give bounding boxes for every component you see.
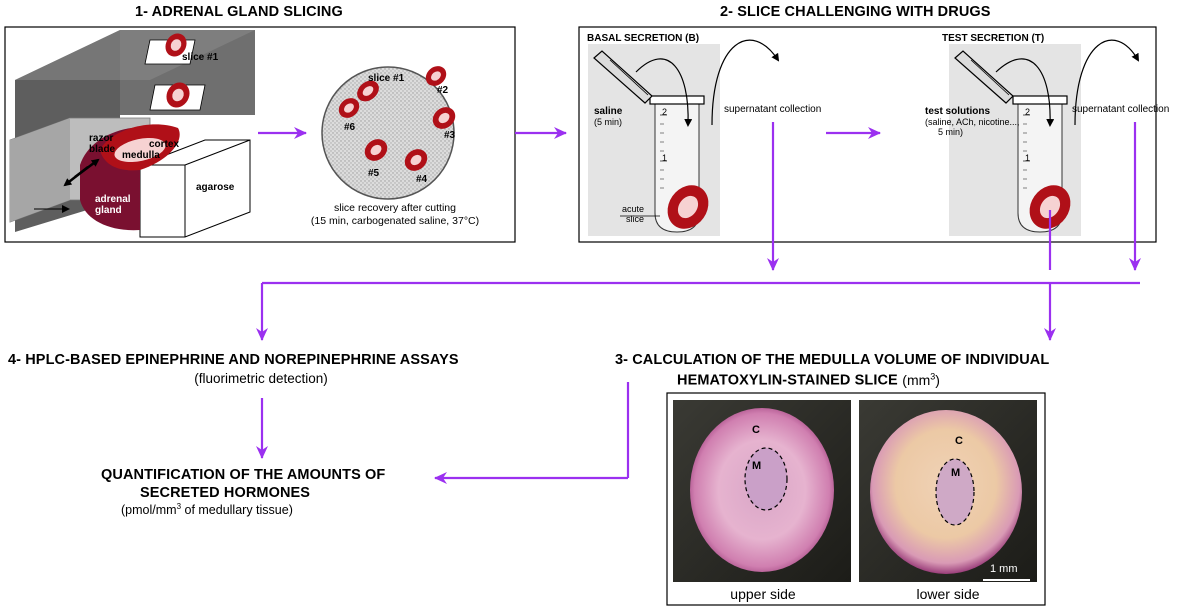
stained-slice-upper	[690, 408, 834, 572]
cortex-label: cortex	[149, 139, 180, 150]
section4-subtitle: (fluorimetric detection)	[194, 371, 328, 386]
photo-lower-cortex-letter: C	[955, 435, 963, 447]
test-tick-1: 1	[1025, 153, 1031, 163]
dish-slice-4: #4	[416, 174, 428, 185]
upper-side-label: upper side	[730, 586, 796, 602]
basal-saline-time: (5 min)	[594, 117, 623, 127]
basal-tick-2: 2	[662, 107, 668, 117]
section2-title: 2- SLICE CHALLENGING WITH DRUGS	[720, 4, 991, 20]
slice-label-top: slice #1	[182, 52, 219, 63]
test-tick-2: 2	[1025, 107, 1031, 117]
scale-bar-label: 1 mm	[990, 563, 1018, 575]
basal-title: BASAL SECRETION (B)	[587, 33, 700, 44]
section3-title-text: HEMATOXYLIN-STAINED SLICE	[677, 372, 898, 389]
dish-slice-6: #6	[344, 122, 356, 133]
medulla-label: medulla	[122, 150, 160, 161]
recovery-caption-line2: (15 min, carbogenated saline, 37°C)	[310, 215, 480, 227]
quant-title-line1: QUANTIFICATION OF THE AMOUNTS OF	[101, 467, 386, 483]
quant-unit: (pmol/mm3 of medullary tissue)	[121, 502, 293, 518]
basal-tube	[593, 39, 780, 233]
lower-side-label: lower side	[916, 586, 980, 602]
quant-title-line2: SECRETED HORMONES	[140, 485, 311, 501]
test-solutions: test solutions	[925, 106, 991, 117]
adrenal-gland-label: adrenal gland	[95, 194, 131, 216]
test-tube	[954, 39, 1139, 233]
test-title: TEST SECRETION (T)	[942, 33, 1045, 44]
section3-unit: (mm3)	[902, 371, 940, 388]
dish-slice-5: #5	[368, 168, 380, 179]
dish-slice-3: #3	[444, 130, 456, 141]
agarose-label: agarose	[196, 182, 235, 193]
razor-blade-label: razor blade	[89, 133, 116, 155]
dish-slice-2: #2	[437, 85, 449, 96]
section3-title-line2: HEMATOXYLIN-STAINED SLICE (mm3)	[677, 371, 940, 390]
section1-title: 1- ADRENAL GLAND SLICING	[135, 4, 343, 20]
recovery-slices	[338, 66, 456, 171]
photo-upper-cortex-letter: C	[752, 424, 760, 436]
basal-supernatant: supernatant collection	[724, 104, 822, 115]
photo-lower-medulla-letter: M	[951, 467, 961, 479]
test-supernatant: supernatant collection	[1072, 104, 1170, 115]
photo-upper-medulla-letter: M	[752, 460, 762, 472]
dish-slice-1: slice #1	[368, 73, 405, 84]
flow-arrows	[256, 122, 1141, 484]
recovery-dish	[321, 66, 455, 200]
recovery-caption: slice recovery after cutting (15 min, ca…	[300, 202, 490, 228]
basal-tick-1: 1	[662, 153, 668, 163]
stained-slice-lower	[870, 410, 1022, 574]
recovery-caption-line1: slice recovery after cutting	[334, 202, 456, 214]
basal-saline: saline	[594, 106, 623, 117]
section3-title-line1: 3- CALCULATION OF THE MEDULLA VOLUME OF …	[615, 352, 1050, 368]
section4-title: 4- HPLC-BASED EPINEPHRINE AND NOREPINEPH…	[8, 352, 459, 368]
test-solutions-detail: (saline, ACh, nicotine...,	[925, 117, 1020, 127]
basal-acute-slice: acute slice	[622, 204, 645, 224]
vibratome-illustration	[9, 30, 255, 238]
test-solutions-time: 5 min)	[938, 127, 964, 137]
